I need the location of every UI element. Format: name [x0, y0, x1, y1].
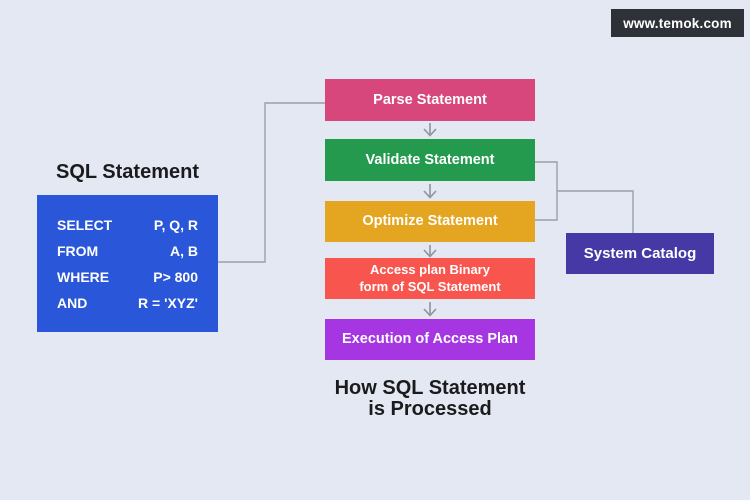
- flow-step-optimize-statement: Optimize Statement: [325, 201, 535, 242]
- sql-keyword: FROM: [57, 242, 99, 259]
- sql-keyword: SELECT: [57, 216, 113, 233]
- system-catalog-box: System Catalog: [566, 233, 714, 274]
- sql-row-and: AND R = 'XYZ': [37, 290, 218, 316]
- sql-value: P> 800: [153, 268, 198, 285]
- connector-validate-optimize-bracket: [535, 161, 558, 221]
- arrow-down-icon: [423, 245, 437, 258]
- flow-step-parse-statement: Parse Statement: [325, 79, 535, 121]
- site-url: www.temok.com: [623, 15, 732, 31]
- sql-value: R = 'XYZ': [138, 294, 198, 311]
- caption-line-1: How SQL Statement: [334, 377, 526, 399]
- arrow-down-icon: [423, 184, 437, 199]
- sql-keyword: AND: [57, 294, 88, 311]
- flow-step-validate-statement: Validate Statement: [325, 139, 535, 181]
- arrow-down-icon: [423, 302, 437, 317]
- connector-sql-to-parse: [218, 102, 325, 263]
- sql-row-from: FROM A, B: [37, 238, 218, 264]
- arrow-down-icon: [423, 123, 437, 137]
- sql-value: P, Q, R: [153, 216, 198, 233]
- sql-row-where: WHERE P> 800: [37, 264, 218, 290]
- sql-value: A, B: [170, 242, 198, 259]
- diagram-caption: How SQL Statement is Processed: [280, 378, 580, 420]
- sql-statement-panel: SELECT P, Q, R FROM A, B WHERE P> 800 AN…: [37, 195, 218, 332]
- flow-step-access-plan: Access plan Binary form of SQL Statement: [325, 258, 535, 299]
- flow-step-execution: Execution of Access Plan: [325, 319, 535, 360]
- site-badge: www.temok.com: [611, 9, 744, 37]
- sql-keyword: WHERE: [57, 268, 110, 285]
- caption-line-2: is Processed: [368, 398, 492, 420]
- sql-row-select: SELECT P, Q, R: [37, 212, 218, 238]
- connector-to-system-catalog: [557, 190, 634, 233]
- sql-statement-heading: SQL Statement: [56, 161, 199, 183]
